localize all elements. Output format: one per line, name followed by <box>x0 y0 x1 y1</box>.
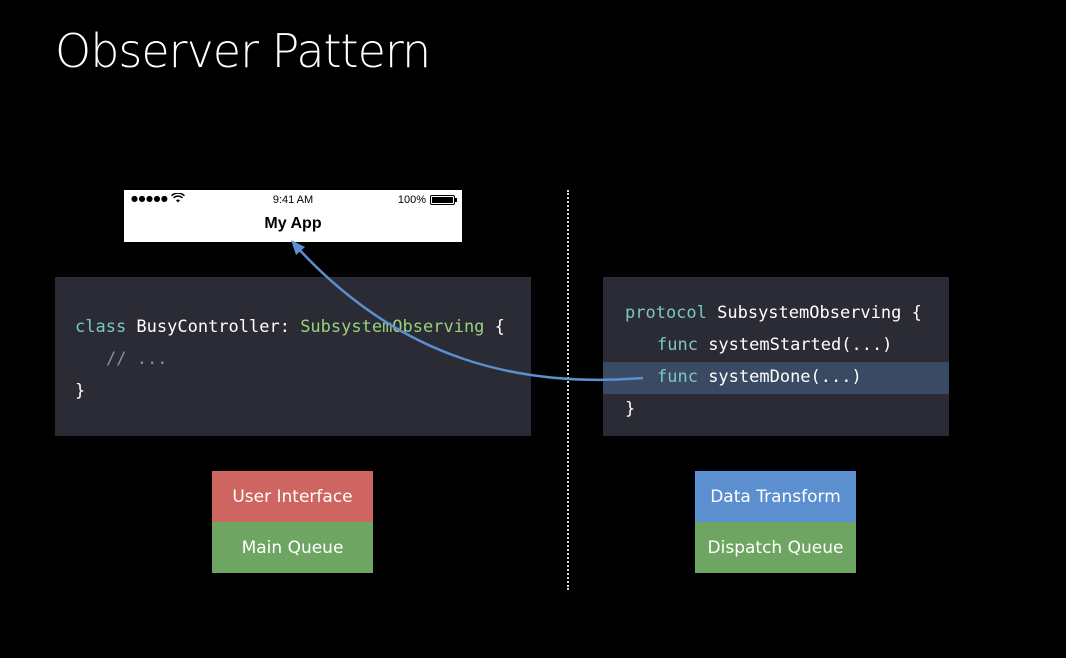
code-line-system-started: func systemStarted(...) <box>657 335 892 355</box>
code-keyword: func <box>657 335 698 355</box>
code-comment: // ... <box>106 349 168 369</box>
status-time: 9:41 AM <box>272 194 314 206</box>
code-block-protocol: protocol SubsystemObserving { func syste… <box>603 277 949 436</box>
code-method-system-done: systemDone(...) <box>697 367 862 387</box>
main-queue-block: Main Queue <box>212 522 373 573</box>
dispatch-queue-block: Dispatch Queue <box>695 522 856 573</box>
phone-mockup: ●●●●● 9:41 AM 100% My App <box>124 190 462 242</box>
code-class-name: BusyController: <box>126 317 301 337</box>
battery-percent: 100% <box>397 194 426 206</box>
code-keyword: func <box>657 367 698 387</box>
app-title: My App <box>264 215 322 232</box>
code-close-brace: } <box>75 381 86 401</box>
signal-strength-icon: ●●●●● <box>131 194 169 203</box>
user-interface-block: User Interface <box>212 471 373 522</box>
code-keyword: protocol <box>625 303 707 323</box>
data-transform-block: Data Transform <box>695 471 856 522</box>
arrow-head-icon <box>291 240 305 255</box>
code-protocol-name: SubsystemObserving { <box>706 303 922 323</box>
wifi-icon <box>171 192 185 206</box>
code-close-brace: } <box>625 399 636 419</box>
dotted-divider <box>567 190 569 590</box>
code-open-brace: { <box>484 317 505 337</box>
code-line-protocol-declaration: protocol SubsystemObserving { <box>625 303 922 323</box>
highlighted-line <box>603 362 949 394</box>
status-bar: ●●●●● 9:41 AM 100% <box>124 190 462 210</box>
code-line-system-done: func systemDone(...) <box>657 367 862 387</box>
slide-title: Observer Pattern <box>55 24 431 78</box>
code-keyword: class <box>75 317 127 337</box>
code-method-system-started: systemStarted(...) <box>697 335 893 355</box>
arrow-path <box>295 245 644 382</box>
battery-icon <box>430 195 457 205</box>
